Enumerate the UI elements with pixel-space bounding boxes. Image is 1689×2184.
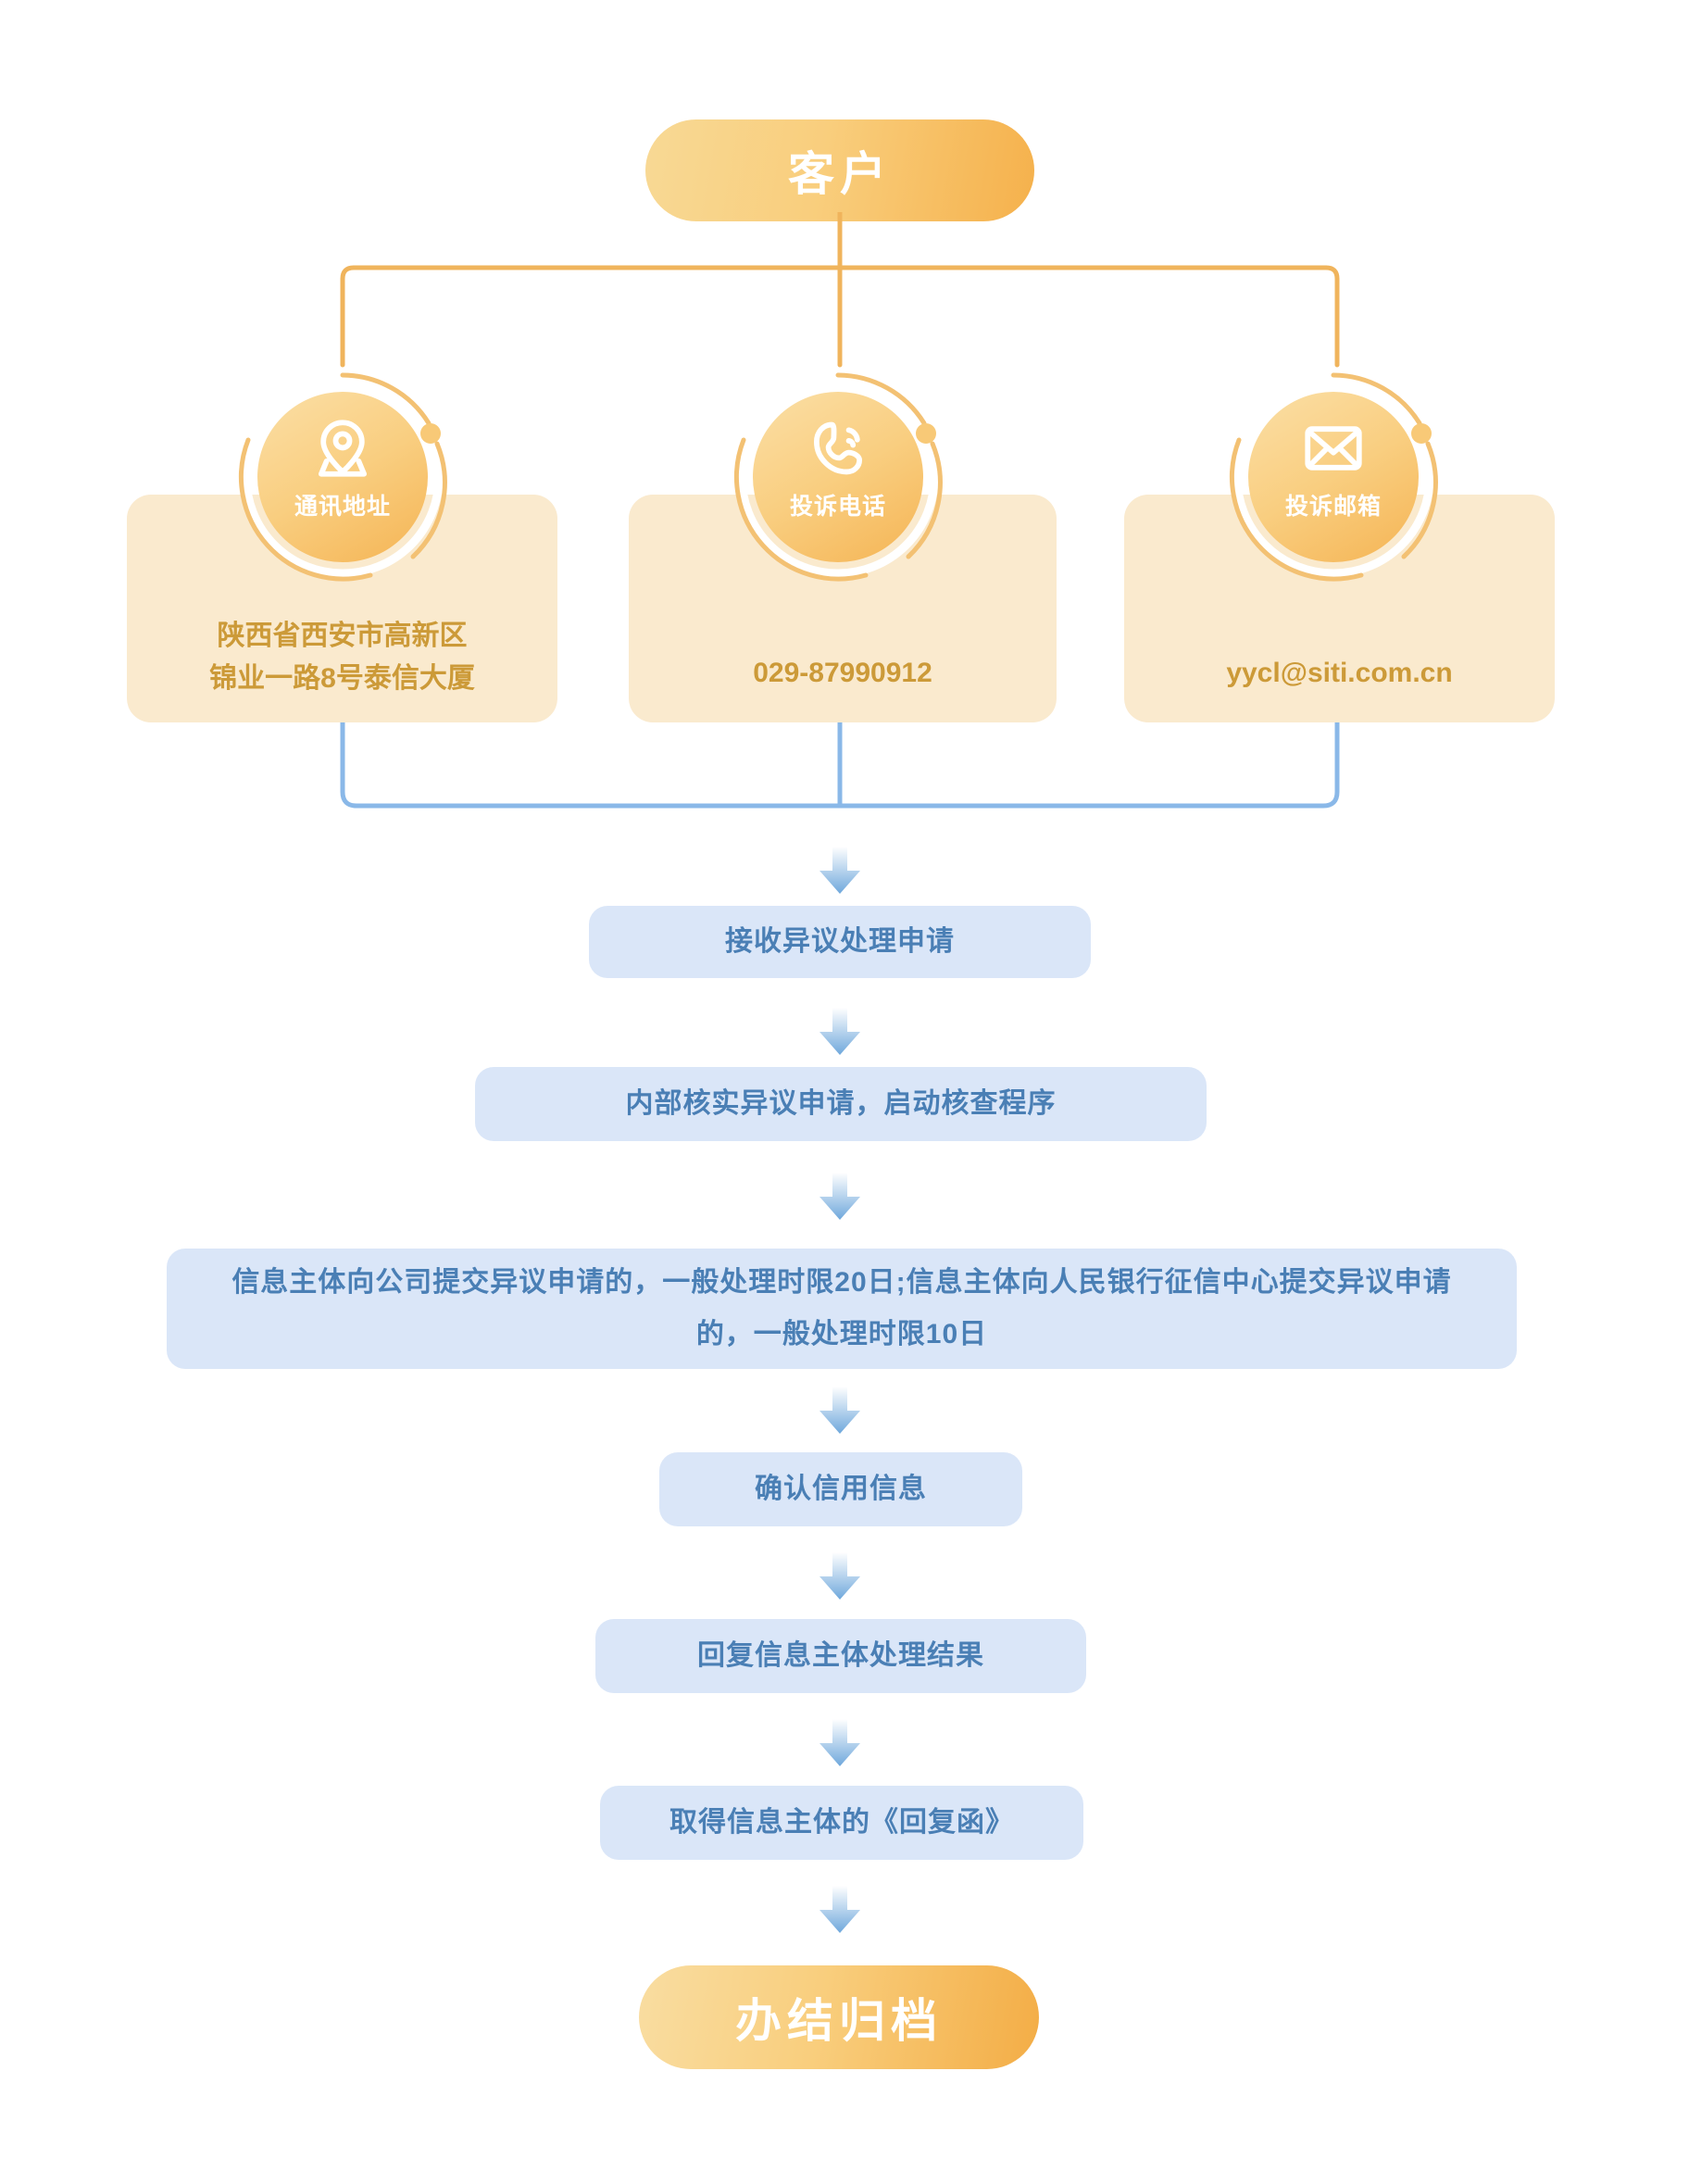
contact-address-value: 陕西省西安市高新区 锦业一路8号泰信大厦 <box>209 621 475 694</box>
end-node-label: 办结归档 <box>735 1995 943 2047</box>
start-node-customer: 客户 <box>645 119 1034 221</box>
contact-label-phone: 投诉电话 <box>789 494 886 520</box>
decorative-ring-icon <box>1229 372 1438 582</box>
process-box-timelimit: 信息主体向公司提交异议申请的，一般处理时限20日;信息主体向人民银行征信中心提交… <box>167 1249 1517 1369</box>
contact-circle-core-phone: 投诉电话 <box>753 392 923 562</box>
process-box-confirm: 确认信用信息 <box>659 1452 1022 1526</box>
flow-arrow-icon <box>819 1719 860 1766</box>
flow-arrow-icon <box>819 1886 860 1933</box>
contact-label-email: 投诉邮箱 <box>1284 494 1382 520</box>
flow-arrow-icon <box>819 1008 860 1055</box>
flow-arrow-icon <box>819 1387 860 1434</box>
contact-circle-email: 投诉邮箱 <box>1222 366 1445 588</box>
process-box-verify: 内部核实异议申请，启动核查程序 <box>475 1067 1207 1141</box>
decorative-ring-icon <box>733 372 943 582</box>
location-pin-icon <box>318 420 368 477</box>
blue-merge-connector <box>340 722 1340 809</box>
end-node-archive: 办结归档 <box>639 1965 1039 2069</box>
phone-call-icon <box>813 421 863 475</box>
flow-arrow-icon <box>819 847 860 894</box>
contact-email-value: yycl@siti.com.cn <box>1226 658 1453 688</box>
contact-circle-core-email: 投诉邮箱 <box>1248 392 1419 562</box>
contact-label-address: 通讯地址 <box>294 494 391 520</box>
process-box-reply: 回复信息主体处理结果 <box>595 1619 1086 1693</box>
process-box-receive: 接收异议处理申请 <box>589 906 1091 978</box>
flow-arrow-icon <box>819 1552 860 1600</box>
flow-arrow-icon <box>819 1173 860 1220</box>
decorative-ring-icon <box>238 372 447 582</box>
contact-circle-phone: 投诉电话 <box>727 366 949 588</box>
contact-circle-address: 通讯地址 <box>231 366 454 588</box>
contact-circle-core-address: 通讯地址 <box>257 392 428 562</box>
envelope-icon <box>1305 426 1362 471</box>
orange-branch-connector <box>340 212 1340 368</box>
start-node-label: 客户 <box>788 148 892 200</box>
process-box-letter: 取得信息主体的《回复函》 <box>600 1786 1083 1860</box>
contact-phone-value: 029-87990912 <box>753 658 932 688</box>
